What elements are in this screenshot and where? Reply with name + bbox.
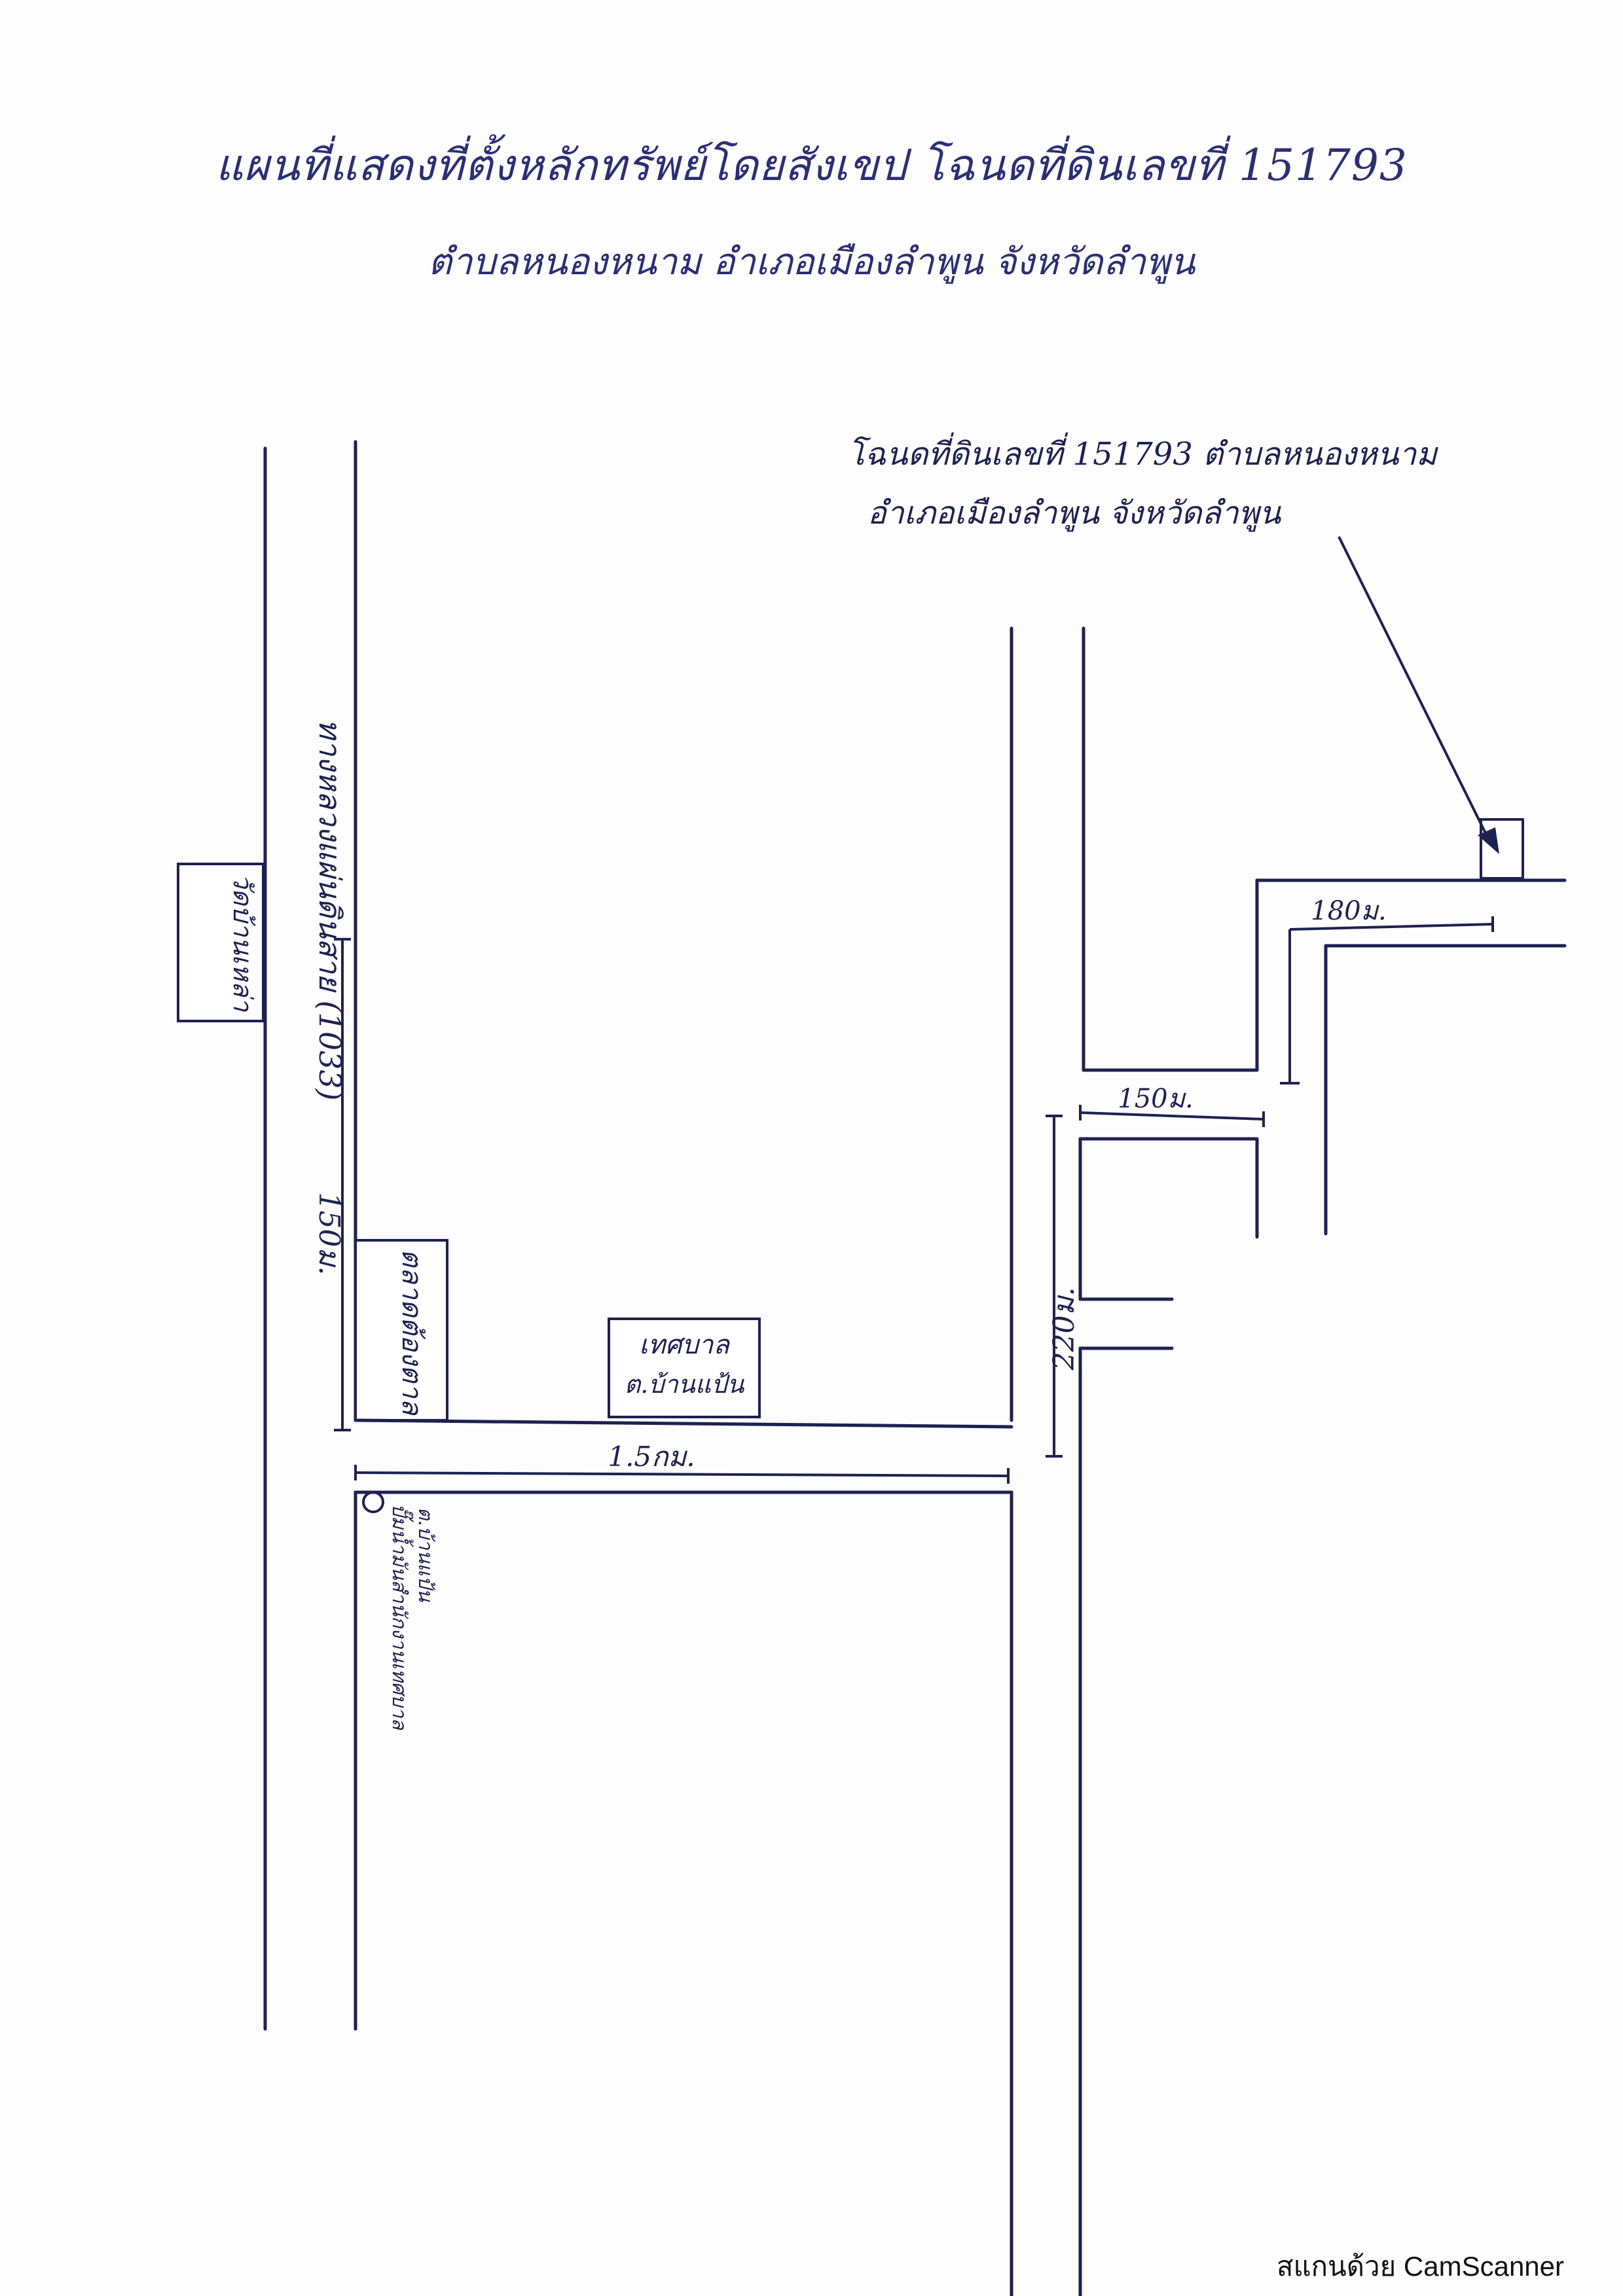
distance-180m-label: 180ม. bbox=[1311, 896, 1386, 926]
camscanner-watermark: สแกนด้วย CamScanner bbox=[1276, 2251, 1564, 2282]
gas-station-label-2: ต.บ้านแป้น bbox=[414, 1507, 437, 1603]
callout-arrowhead-icon bbox=[1478, 827, 1499, 854]
distance-1-5km-label: 1.5กม. bbox=[608, 1441, 695, 1473]
east-road-north-edge bbox=[354, 1418, 1013, 1429]
callout-arrow-line bbox=[1338, 536, 1491, 842]
distance-150m-horizontal-label: 150ม. bbox=[1118, 1084, 1193, 1114]
dimension-150m-horizontal bbox=[1080, 1111, 1264, 1121]
gas-station-label-1: ปั๊มน้ำมันสำนักงานเทศบาล bbox=[388, 1503, 414, 1731]
subject-parcel bbox=[1480, 818, 1524, 880]
municipality-box bbox=[608, 1318, 761, 1418]
distance-220m-label: 220ม. bbox=[1048, 1287, 1081, 1371]
municipality-label-1: เทศบาล bbox=[639, 1330, 731, 1360]
map-title: แผนที่แสดงที่ตั้งหลักทรัพย์โดยสังเขป โฉน… bbox=[215, 140, 1408, 190]
market-label: ตลาดต้องตาล bbox=[396, 1249, 428, 1416]
dimension-180m bbox=[1289, 923, 1493, 931]
distance-150m-vertical-label: 150ม. bbox=[312, 1193, 346, 1276]
map-subtitle: ตำบลหนองหนาม อำเภอเมืองลำพูน จังหวัดลำพู… bbox=[428, 241, 1195, 283]
wat-label: วัดบ้านเหล่า bbox=[227, 874, 257, 1013]
callout-line-1: โฉนดที่ดินเลขที่ 151793 ตำบลหนองหนาม bbox=[848, 432, 1438, 473]
dimension-1-5km bbox=[355, 1471, 1009, 1477]
municipality-label-2: ต.บ้านแป้น bbox=[625, 1370, 745, 1399]
callout-line-2: อำเภอเมืองลำพูน จังหวัดลำพูน bbox=[867, 495, 1281, 532]
gas-station-marker bbox=[362, 1491, 384, 1513]
wat-box bbox=[177, 863, 264, 1022]
market-box bbox=[354, 1239, 448, 1422]
